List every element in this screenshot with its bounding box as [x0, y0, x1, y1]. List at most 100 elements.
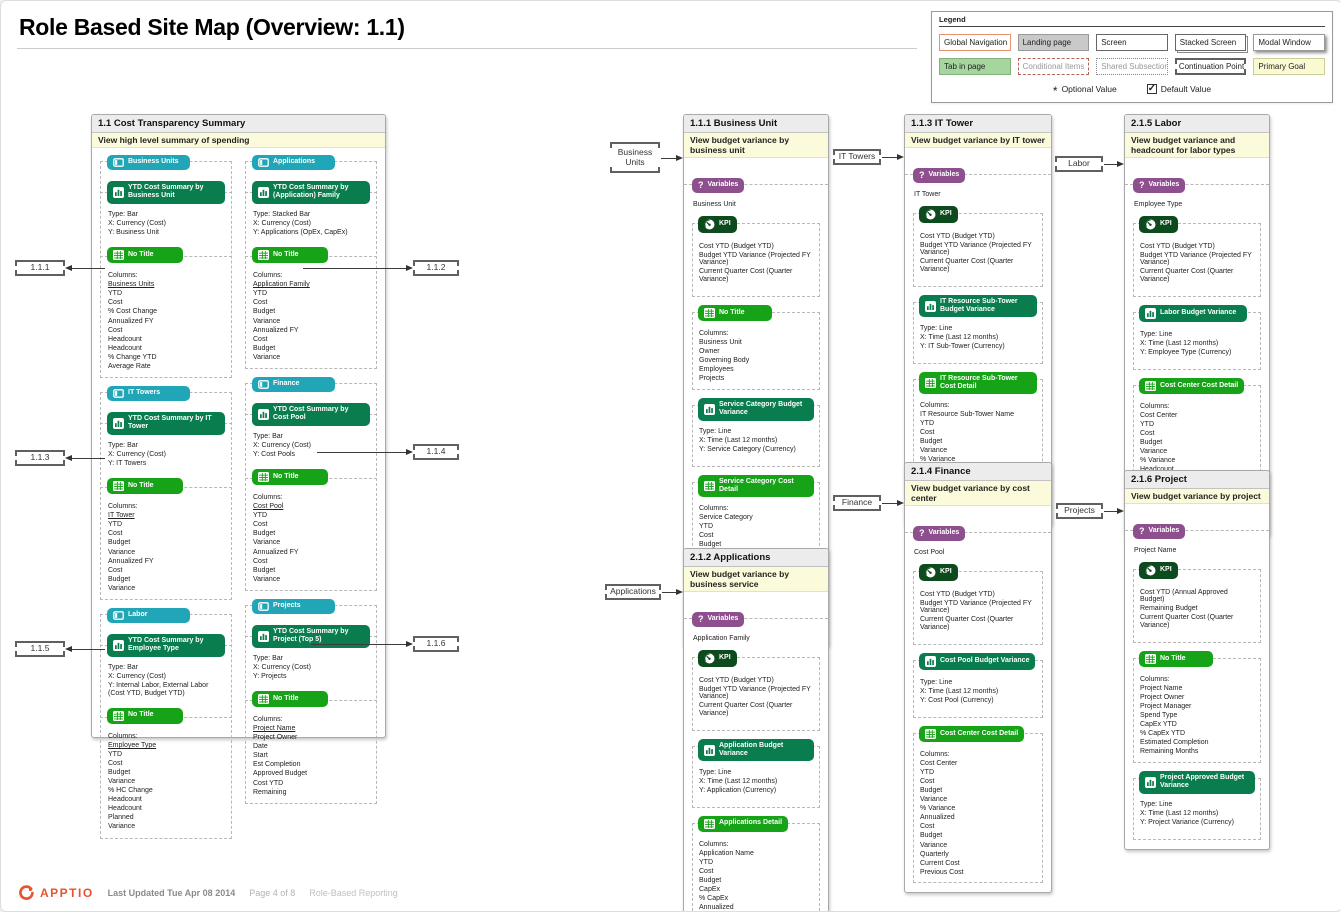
column-item: Variance: [920, 796, 948, 804]
variables-row: ?Variables: [684, 609, 828, 627]
table-grid-icon: [258, 249, 269, 260]
chart-meta-line: Y: Applications (OpEx, CapEx): [253, 229, 348, 237]
chart-meta-line: Type: Stacked Bar: [253, 211, 311, 219]
kpi-lines: Cost YTD (Budget YTD)Budget YTD Variance…: [699, 676, 813, 719]
columns-label: Columns:: [699, 841, 729, 849]
column-item: Variance: [920, 446, 948, 454]
pill-row: Finance: [252, 376, 370, 394]
pill-row: YTD Cost Summary by Business Unit: [100, 181, 232, 204]
legend-note-label: Default Value: [1160, 84, 1212, 94]
tab-icon: [258, 602, 269, 611]
column-item: Cost: [108, 299, 123, 307]
pill-row: No Title: [100, 707, 232, 726]
column-item: Cost: [253, 557, 268, 565]
pill-label: YTD Cost Summary by Business Unit: [128, 184, 204, 200]
connector-line: [662, 592, 676, 593]
pill-label: Finance: [273, 380, 300, 388]
table-grid-icon: [704, 307, 715, 318]
chart-meta-line: Type: Line: [1140, 331, 1173, 339]
title-divider: [17, 48, 917, 49]
column-item: % HC Change: [108, 787, 153, 795]
pill-label: YTD Cost Summary by Employee Type: [128, 636, 204, 653]
connector-line: [71, 268, 105, 269]
variables-row: ?Variables: [684, 175, 828, 193]
pill-label: YTD Cost Summary by Cost Pool: [273, 405, 349, 422]
kpi-pill-kpi: KPI: [1139, 216, 1178, 233]
pill-label: YTD Cost Summary by IT Tower: [128, 415, 212, 431]
pill-label: Service Category Cost Detail: [719, 477, 794, 494]
pill-label: Project Approved Budget Variance: [1160, 773, 1245, 790]
legend-title: Legend: [939, 15, 1325, 27]
pill-row: Cost Center Cost Detail: [1139, 377, 1255, 396]
question-icon: ?: [698, 614, 704, 624]
column-item: YTD: [253, 512, 267, 520]
variable-value: Cost Pool: [914, 549, 945, 556]
table-grid-icon: [1145, 380, 1156, 391]
pill-row: No Title: [245, 690, 377, 709]
column-item-linked: IT Tower: [108, 512, 135, 520]
connector-arrowhead: [65, 264, 72, 271]
table-pill-no-title: No Title: [698, 304, 773, 321]
column-item: % Change YTD: [108, 353, 157, 361]
pill-row: KPI: [698, 650, 814, 669]
chart-meta-line: Type: Line: [699, 428, 732, 436]
pill-label: KPI: [940, 568, 952, 576]
column-item: Headcount: [108, 805, 142, 813]
detail-box-goal: View budget variance by cost center: [905, 481, 1051, 506]
column-item: YTD: [699, 523, 713, 531]
column-item: Business Unit: [699, 339, 742, 347]
pill-row: Business Units: [107, 154, 225, 172]
legend-item-global-navigation: Global Navigation: [939, 34, 1011, 51]
pill-row: Labor: [107, 607, 225, 625]
pill-row: KPI: [1139, 562, 1255, 581]
pill-label: Projects: [273, 602, 301, 610]
pill-row: KPI: [919, 564, 1037, 583]
column-item: Budget: [1140, 439, 1163, 447]
connector-arrowhead: [1117, 507, 1124, 514]
column-item: Variance: [108, 823, 136, 831]
table-pill-no-title: No Title: [252, 690, 328, 707]
chart-meta-line: Y: Employee Type (Currency): [1140, 349, 1232, 357]
column-item: Variance: [253, 539, 281, 547]
column-item: Cost: [699, 532, 714, 540]
pill-row: KPI: [919, 206, 1037, 225]
column-item: Budget: [108, 575, 131, 583]
table-pill-applications-detail: Applications Detail: [698, 815, 789, 832]
tab-pill-finance: Finance: [252, 376, 335, 392]
pill-row: Labor Budget Variance: [1139, 304, 1255, 324]
bar-chart-icon: [113, 186, 124, 198]
column-item: Annualized FY: [253, 548, 299, 556]
column-item: CapEx YTD: [1140, 721, 1177, 729]
pill-label: No Title: [128, 250, 154, 258]
column-item: Project Owner: [1140, 694, 1185, 702]
bar-chart-icon: [258, 408, 269, 420]
kpi-line: Cost YTD (Budget YTD): [699, 242, 774, 250]
column-item-linked: Business Units: [108, 281, 155, 289]
table-pill-service-category-cost-detail: Service Category Cost Detail: [698, 474, 814, 498]
vars-pill-variables: ?Variables: [913, 168, 966, 183]
column-item: Owner: [699, 348, 720, 356]
column-item: Employees: [699, 366, 734, 374]
column-item: Start: [253, 752, 268, 760]
column-item: YTD: [108, 751, 122, 759]
connector-line: [882, 157, 897, 158]
column-item: Project Manager: [1140, 703, 1192, 711]
table-pill-no-title: No Title: [107, 246, 183, 263]
variable-value: Business Unit: [693, 201, 736, 208]
vars-pill-variables: ?Variables: [692, 612, 745, 627]
pill-label: Variables: [1148, 181, 1180, 189]
column-item: Headcount: [108, 344, 142, 352]
column-item: Cost: [920, 823, 935, 831]
continuation-point-it-towers: IT Towers: [833, 149, 881, 165]
column-item: % Variance: [920, 456, 956, 463]
pill-row: Cost Center Cost Detail: [919, 725, 1037, 744]
